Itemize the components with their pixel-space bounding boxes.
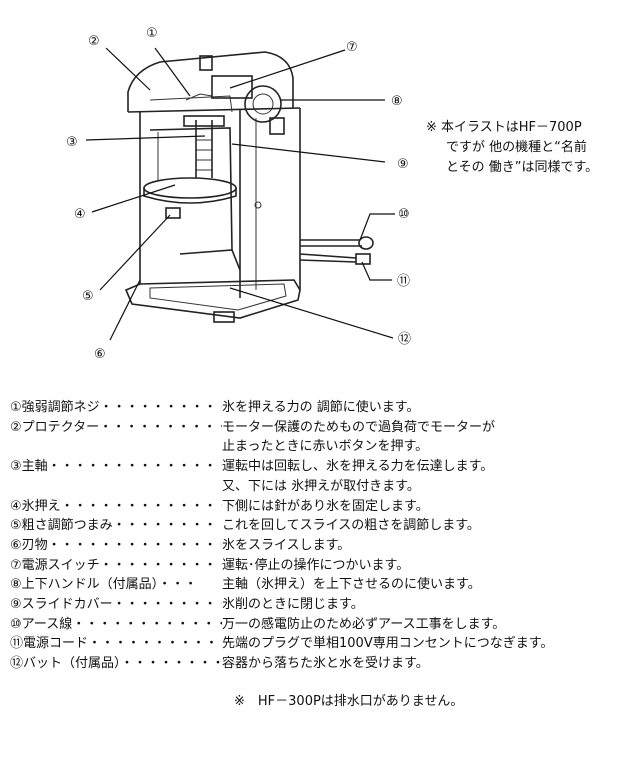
machine-illustration — [124, 51, 374, 323]
callout-3: ③ — [66, 135, 78, 150]
part-name: ③主軸・・・・・・・・・・・・・・・・・ — [10, 459, 222, 475]
part-desc: 止まったときに赤いボタンを押す。 — [222, 439, 429, 455]
part-name: ⑧上下ハンドル（付属品）・・・ — [10, 577, 198, 593]
part-name: ⑪電源コード・・・・・・・・・・・・ — [10, 636, 222, 652]
parts-list: ①強弱調節ネジ・・・・・・・・・・氷を押える力の 調節に使います。 ②プロテクタ… — [10, 398, 640, 674]
part-name: ②プロテクター・・・・・・・・・・ — [10, 419, 222, 435]
part-name: ⑥刃物・・・・・・・・・・・・・・・・・ — [10, 537, 222, 553]
footnote: ※ HF－300Pは排水口がありません。 — [234, 694, 464, 709]
callout-11: ⑪ — [397, 274, 410, 289]
parts-row: ⑦電源スイッチ・・・・・・・・・・運転･停止の操作につかいます。 — [10, 556, 640, 576]
part-desc: 先端のプラグで単相100V専用コンセントにつなぎます。 — [222, 636, 554, 652]
part-name: ⑨スライドカバー・・・・・・・・・ — [10, 597, 222, 613]
part-name: ⑦電源スイッチ・・・・・・・・・・ — [10, 557, 222, 573]
parts-row: ①強弱調節ネジ・・・・・・・・・・氷を押える力の 調節に使います。 — [10, 398, 640, 418]
part-desc: 万一の感電防止のため必ずアース工事をします。 — [222, 616, 506, 632]
callout-5: ⑤ — [82, 289, 94, 304]
part-desc: 運転･停止の操作につかいます。 — [222, 557, 410, 573]
model-note: ※ 本イラストはHF－700P ですが 他の機種と“名前 とその 働き”は同様で… — [426, 118, 641, 178]
callout-6: ⑥ — [94, 347, 106, 362]
callout-4: ④ — [74, 207, 86, 222]
part-desc: これを回してスライスの粗さを調節します。 — [222, 518, 480, 534]
part-desc: 氷をスライスします。 — [222, 537, 351, 553]
part-desc: 又、下には 氷押えが取付きます。 — [222, 478, 420, 494]
parts-row: ⑩アース線・・・・・・・・・・・・・・万一の感電防止のため必ずアース工事をします… — [10, 615, 640, 635]
parts-row: ⑧上下ハンドル（付属品）・・・ 主軸（氷押え）を上下させるのに使います。 — [10, 575, 640, 595]
part-desc: 主軸（氷押え）を上下させるのに使います。 — [222, 577, 481, 593]
part-desc: 氷を押える力の 調節に使います。 — [222, 400, 420, 415]
part-name: ①強弱調節ネジ・・・・・・・・・・ — [10, 400, 222, 415]
parts-row: ⑥刃物・・・・・・・・・・・・・・・・・氷をスライスします。 — [10, 536, 640, 556]
parts-row: ②プロテクター・・・・・・・・・・モーター保護のためもので過負荷でモーターが — [10, 418, 640, 438]
callout-7: ⑦ — [346, 40, 358, 55]
callout-12: ⑫ — [398, 332, 411, 347]
part-desc: 下側には針があり氷を固定します。 — [222, 498, 429, 514]
parts-row: ⑪電源コード・・・・・・・・・・・・先端のプラグで単相100V専用コンセントにつ… — [10, 634, 640, 654]
note-line-1: ※ 本イラストはHF－700P — [426, 120, 582, 135]
callout-1: ① — [146, 26, 158, 41]
part-desc: 氷削のときに閉じます。 — [222, 597, 364, 613]
part-desc: 運転中は回転し、氷を押える力を伝達します。 — [222, 459, 494, 475]
callout-10: ⑩ — [398, 207, 410, 222]
part-name: ⑫バット（付属品）・・・・・・・・ — [10, 656, 222, 672]
part-name: ⑤粗さ調節つまみ・・・・・・・・ — [10, 518, 217, 534]
part-name: ⑩アース線・・・・・・・・・・・・・・ — [10, 616, 222, 632]
ice-shaver-diagram: ① ② ③ ④ ⑤ ⑥ ⑦ ⑧ ⑨ ⑩ ⑪ ⑫ — [66, 26, 411, 362]
part-desc: 容器から落ちた氷と水を受けます。 — [222, 656, 429, 672]
parts-row-continued: 止まったときに赤いボタンを押す。 — [10, 437, 640, 457]
callout-9: ⑨ — [397, 157, 409, 172]
parts-row: ④氷押え・・・・・・・・・・・・・・・下側には針があり氷を固定します。 — [10, 497, 640, 517]
parts-row: ③主軸・・・・・・・・・・・・・・・・・運転中は回転し、氷を押える力を伝達します… — [10, 457, 640, 477]
callout-8: ⑧ — [391, 94, 403, 109]
callout-2: ② — [88, 34, 100, 49]
note-line-2: ですが 他の機種と“名前 — [446, 140, 587, 155]
parts-row: ⑨スライドカバー・・・・・・・・・氷削のときに閉じます。 — [10, 595, 640, 615]
note-line-3: とその 働き”は同様です。 — [446, 160, 599, 175]
parts-row: ⑫バット（付属品）・・・・・・・・容器から落ちた氷と水を受けます。 — [10, 654, 640, 674]
parts-row: ⑤粗さ調節つまみ・・・・・・・・これを回してスライスの粗さを調節します。 — [10, 516, 640, 536]
part-name: ④氷押え・・・・・・・・・・・・・・・ — [10, 498, 222, 514]
parts-row-continued: 又、下には 氷押えが取付きます。 — [10, 477, 640, 497]
part-desc: モーター保護のためもので過負荷でモーターが — [222, 419, 496, 435]
